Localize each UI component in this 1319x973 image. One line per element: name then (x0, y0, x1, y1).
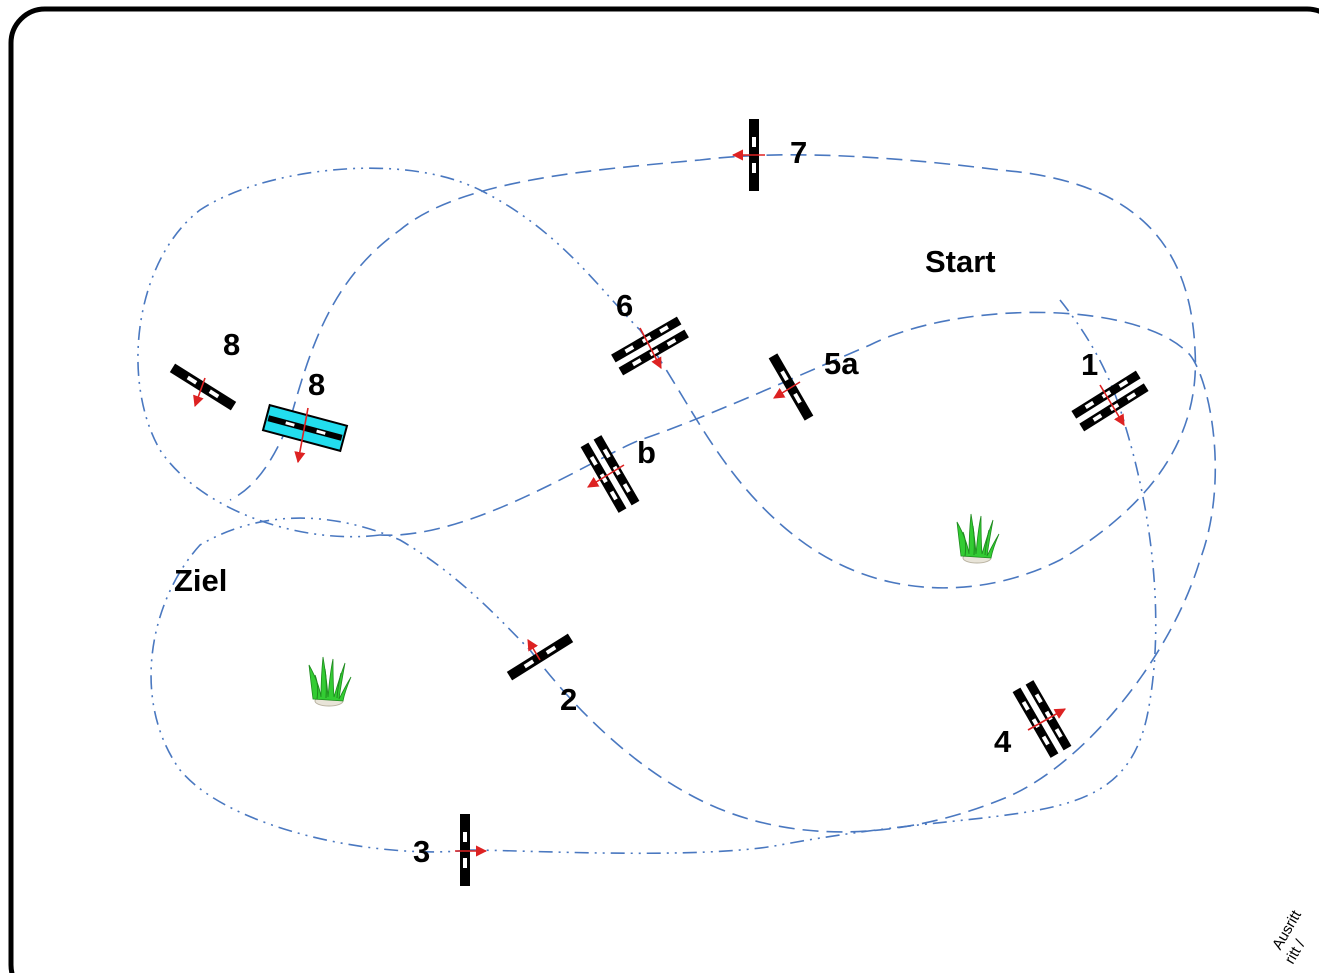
direction-arrow-1 (1099, 384, 1125, 426)
obstacle-label-3: 3 (413, 834, 430, 869)
obstacle-3 (460, 814, 470, 886)
corner-note: Ausritt ritt / (1269, 907, 1309, 967)
obstacle-label-2: 2 (560, 682, 577, 717)
direction-arrow-8-water (294, 407, 309, 464)
direction-arrow-4 (1027, 708, 1066, 731)
finish-label: Ziel (174, 563, 227, 598)
plant-icon (308, 656, 352, 707)
obstacle-2 (506, 633, 574, 681)
arena-border (8, 6, 1319, 973)
obstacle-8-left (169, 363, 237, 411)
obstacle-label-1: 1 (1081, 347, 1098, 382)
route-lines (137, 154, 1216, 855)
obstacle-label-7: 7 (790, 135, 807, 170)
direction-arrow-6 (639, 327, 662, 369)
obstacle-label-8-left: 8 (223, 327, 240, 362)
direction-arrow-5a (773, 381, 801, 399)
start-label: Start (925, 244, 996, 279)
plant-icon (956, 513, 1000, 564)
obstacle-label-6: 6 (616, 288, 633, 323)
obstacle-label-8-water: 8 (308, 367, 325, 402)
obstacle-label-5a: 5a (824, 346, 859, 381)
obstacle-4 (1012, 680, 1072, 758)
obstacle-label-5b: b (637, 435, 656, 470)
obstacle-label-4: 4 (994, 724, 1012, 759)
direction-arrow-5b (587, 464, 625, 488)
direction-arrow-2 (527, 639, 541, 661)
direction-arrow-8-left (193, 377, 206, 408)
